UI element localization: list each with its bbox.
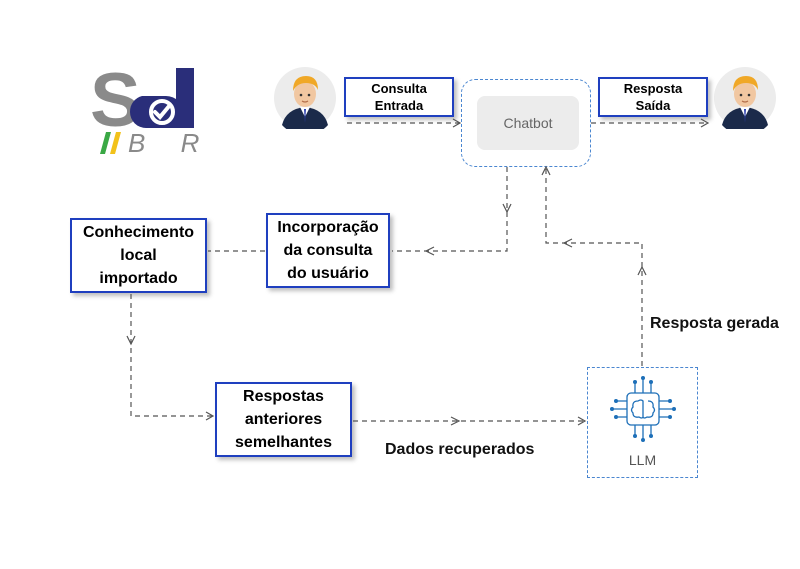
- conhecimento-box: Conhecimento local importado: [70, 218, 207, 293]
- edge-chatbot-to-incorporacao: [392, 167, 508, 252]
- incorporacao-label: Incorporação da consulta do usuário: [277, 219, 379, 282]
- resposta-saida-label: Resposta Saída: [623, 81, 683, 113]
- llm-label: LLM: [628, 452, 657, 468]
- chatbot-label: Chatbot: [503, 115, 553, 131]
- user-avatar-left: [274, 67, 336, 129]
- resposta-gerada-label: Resposta gerada: [650, 315, 779, 332]
- arrowhead: [205, 411, 215, 421]
- respostas-anteriores-label: Respostas anteriores semelhantes: [235, 388, 332, 451]
- logo-subtext: B R: [128, 128, 214, 158]
- llm-frame: [587, 367, 698, 478]
- arrowhead: [424, 246, 435, 256]
- conhecimento-label: Conhecimento local importado: [82, 224, 195, 287]
- arrowhead: [450, 416, 461, 426]
- dados-recuperados-label: Dados recuperados: [385, 441, 535, 458]
- arrowhead: [577, 416, 587, 426]
- consulta-entrada-box: Consulta Entrada: [344, 77, 454, 117]
- edge-conhecimento-to-respostas: [130, 294, 213, 417]
- respostas-anteriores-box: Respostas anteriores semelhantes: [215, 382, 352, 457]
- chatbot-frame: [461, 79, 591, 167]
- user-avatar-right: [714, 67, 776, 129]
- arrowhead: [637, 265, 647, 276]
- arrowhead: [562, 238, 573, 248]
- sdbr-logo-graphic: S: [90, 60, 194, 154]
- incorporacao-box: Incorporação da consulta do usuário: [266, 213, 390, 288]
- chatbot-node: Chatbot: [477, 96, 579, 150]
- llm-chip-icon: [604, 370, 682, 448]
- consulta-entrada-label: Consulta Entrada: [371, 81, 427, 113]
- arrowhead: [541, 165, 551, 176]
- brain-chip-icon: [610, 376, 676, 442]
- arrowhead: [502, 203, 512, 214]
- sdbr-logo: S B R: [88, 60, 208, 160]
- arrowhead: [126, 335, 136, 346]
- arrowhead: [700, 118, 710, 128]
- edge-llm-to-chatbot: [545, 167, 643, 366]
- user-avatar-icon: [714, 67, 776, 129]
- arrowhead: [452, 118, 462, 128]
- user-avatar-icon: [274, 67, 336, 129]
- resposta-saida-box: Resposta Saída: [598, 77, 708, 117]
